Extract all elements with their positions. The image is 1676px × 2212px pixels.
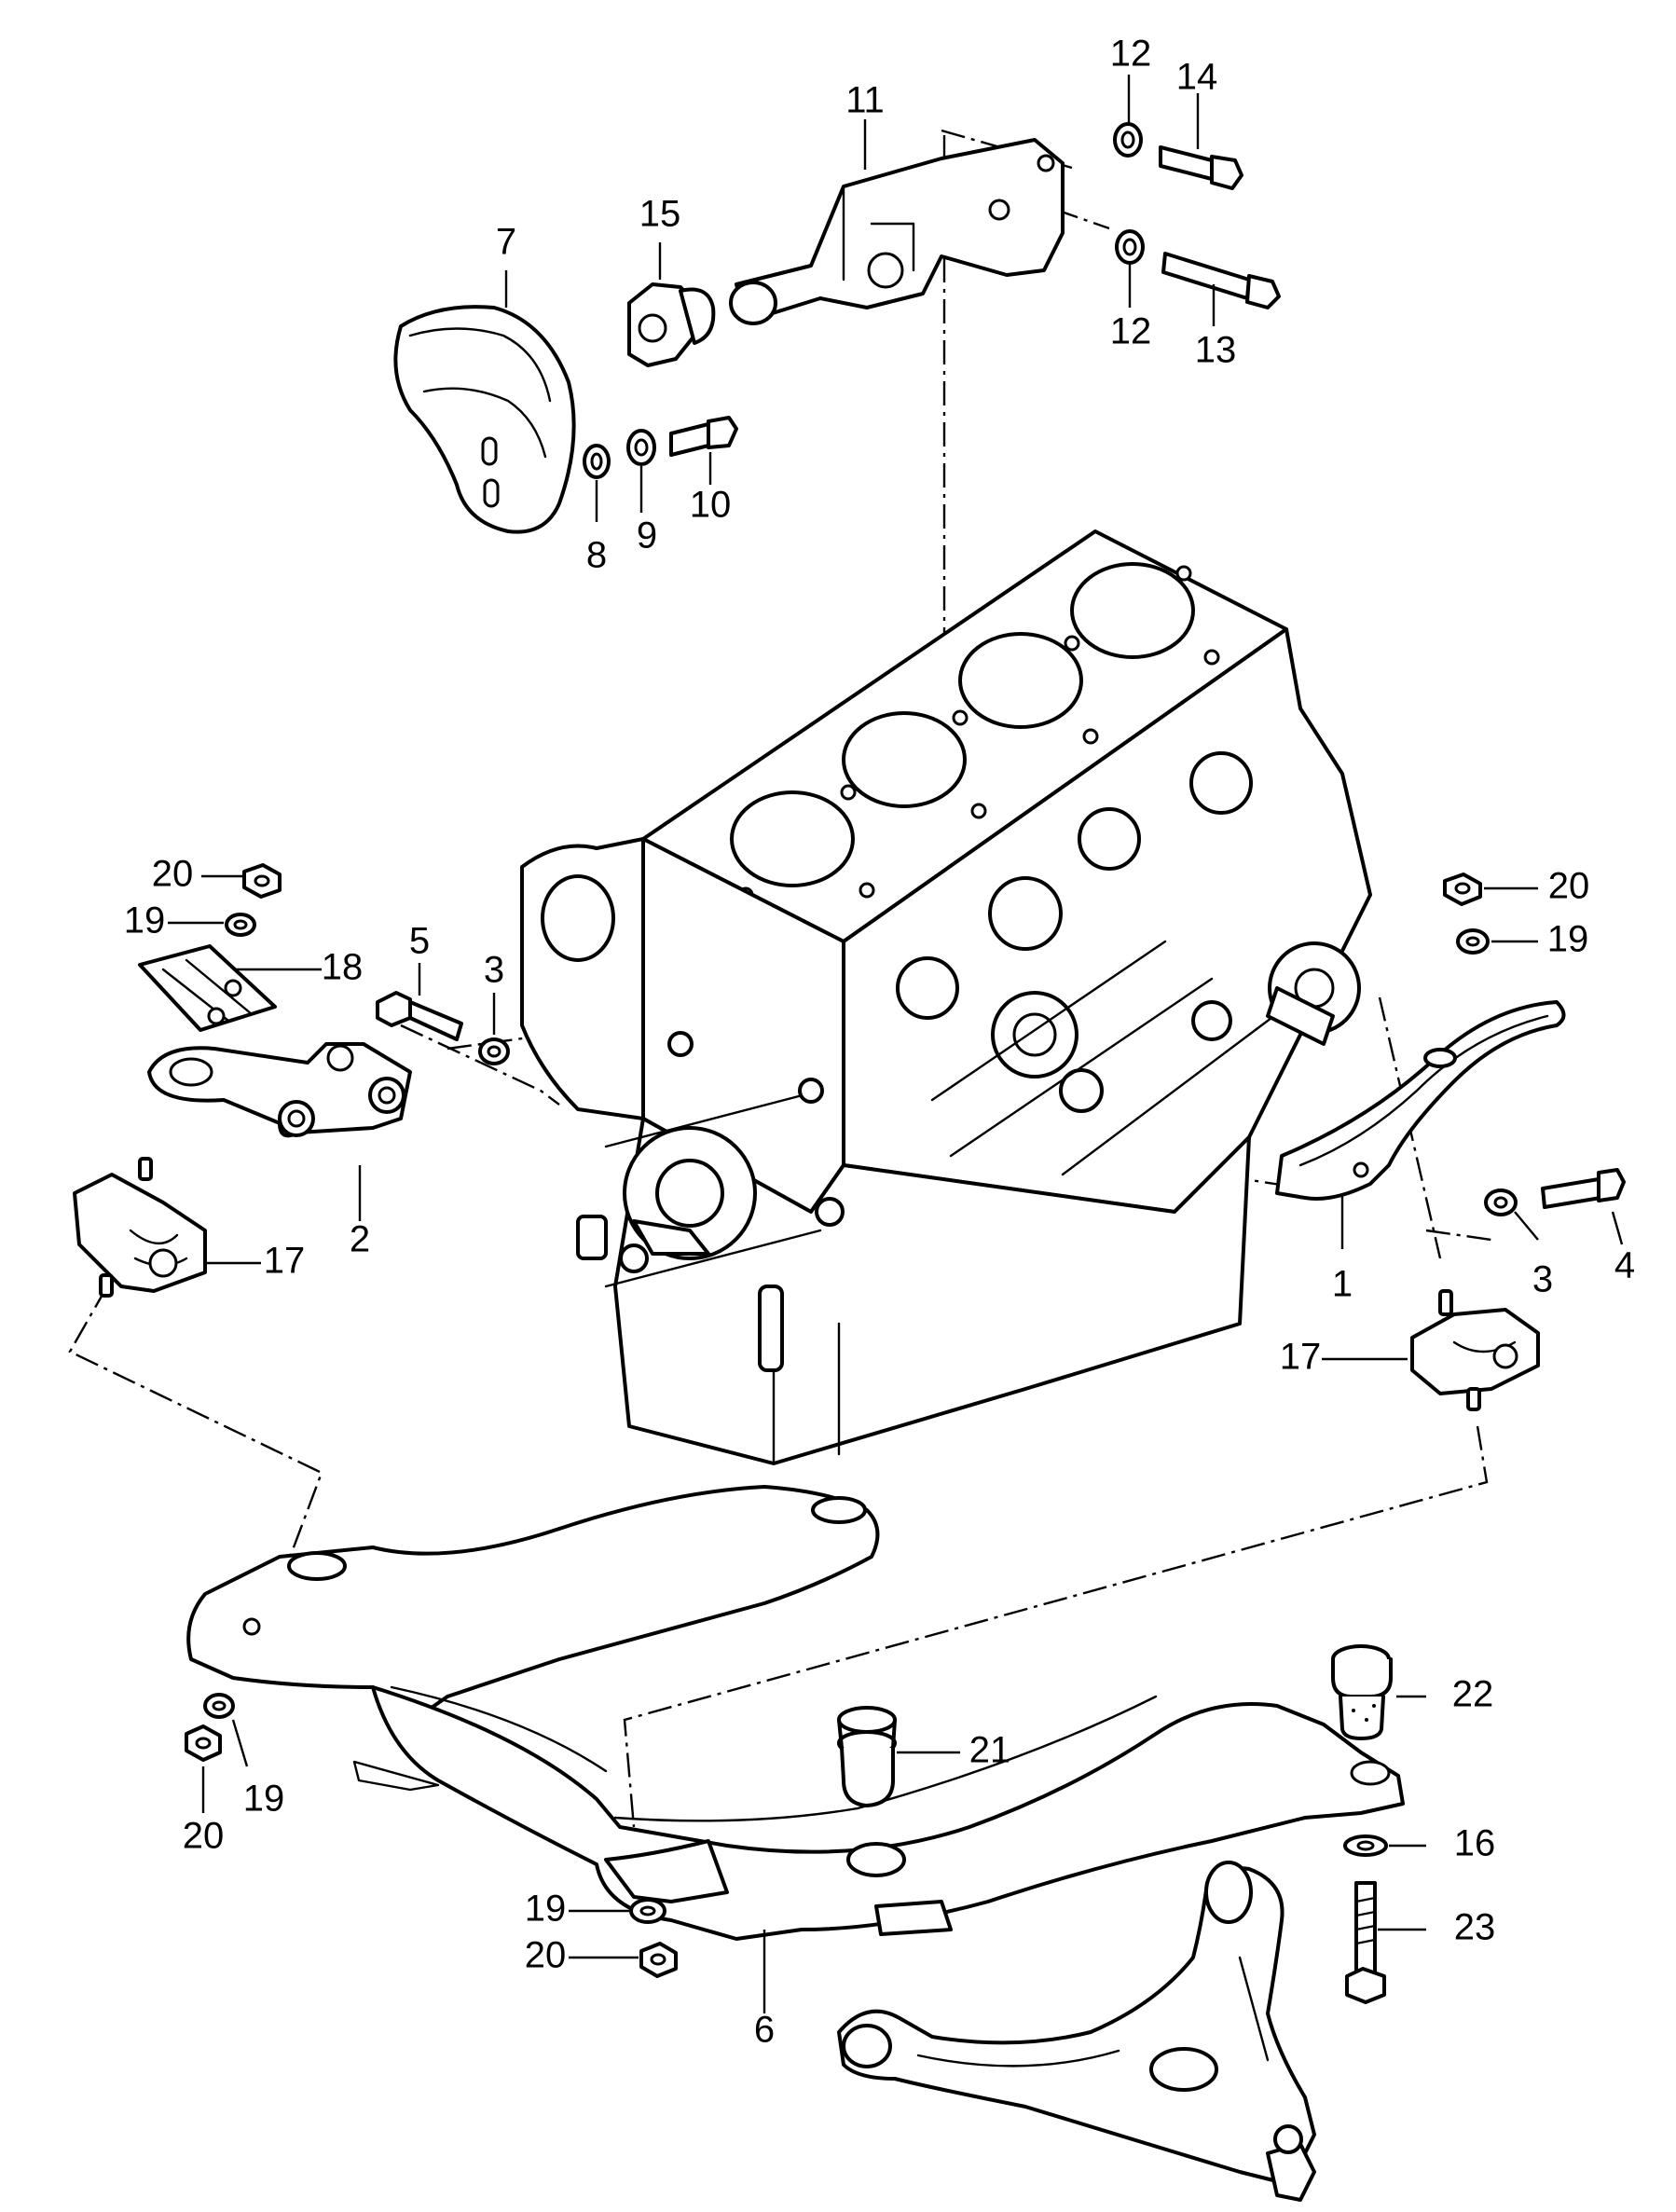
nut-part-20-center-bottom: [639, 1942, 678, 1978]
leader-lines: [168, 75, 1624, 2013]
callout-3-right: 3: [1532, 1259, 1553, 1300]
callout-4: 4: [1614, 1245, 1635, 1286]
washer-part-19-right-top: [1456, 928, 1490, 955]
callout-3-left: 3: [484, 950, 504, 991]
bushing-part-15: [627, 282, 716, 367]
callout-12-bottom: 12: [1110, 311, 1152, 352]
callout-11: 11: [845, 80, 885, 121]
bolt-part-4: [1541, 1168, 1626, 1209]
nut-part-20-left-bottom: [185, 1724, 222, 1762]
callout-17-right: 17: [1280, 1337, 1322, 1378]
callout-10: 10: [690, 485, 732, 526]
nut-part-20-left-top: [242, 863, 282, 899]
callout-6: 6: [754, 2010, 775, 2051]
bolt-part-13: [1161, 252, 1281, 309]
callout-1: 1: [1332, 1264, 1353, 1305]
engine-mount-bracket-part-2: [147, 1042, 412, 1138]
callout-19-left-top: 19: [124, 900, 166, 941]
callout-5: 5: [409, 921, 430, 962]
callout-2: 2: [350, 1219, 370, 1260]
washer-part-16: [1343, 1834, 1388, 1857]
rubber-mount-part-17-left: [73, 1157, 207, 1298]
engine-block: [520, 529, 1372, 1465]
assembly-line-mount-right: [623, 1425, 1489, 1828]
callout-21: 21: [969, 1730, 1011, 1771]
washer-part-8: [583, 444, 611, 479]
lock-washer-part-9: [626, 429, 656, 466]
callout-22: 22: [1452, 1674, 1494, 1715]
heat-plate-part-18: [138, 944, 277, 1032]
callout-15: 15: [639, 194, 681, 235]
bolt-part-5: [376, 991, 463, 1041]
callout-19-center-bottom: 19: [525, 1889, 567, 1930]
bushing-part-21: [837, 1706, 897, 1807]
stud-part-23: [1345, 1881, 1386, 2004]
washer-part-19-left-bottom: [203, 1693, 235, 1719]
assembly-line-bolt-4: [1425, 1229, 1492, 1242]
callout-12-top: 12: [1110, 34, 1152, 75]
callout-20-center-bottom: 20: [525, 1935, 567, 1976]
callout-20-left-bottom: 20: [183, 1816, 225, 1857]
control-arm: [837, 1861, 1316, 2202]
callout-19-right-top: 19: [1547, 919, 1589, 960]
washer-part-3-left: [478, 1037, 510, 1065]
washer-part-12-bottom: [1115, 229, 1145, 265]
assembly-line-mount-left: [68, 1285, 323, 1586]
callout-13: 13: [1195, 330, 1237, 371]
callout-23: 23: [1454, 1907, 1496, 1948]
washer-part-12-top: [1113, 122, 1143, 158]
callout-16: 16: [1454, 1823, 1496, 1864]
assembly-line-bracket-2: [400, 1024, 560, 1106]
washer-part-3-right: [1484, 1188, 1518, 1216]
callout-18: 18: [322, 947, 364, 988]
callout-labels: 1 2 3 3 4 5 6 7 8 9 10 11 12 12 13 14 15…: [124, 34, 1635, 2051]
bolt-part-14: [1159, 145, 1243, 190]
washer-part-19-center-bottom: [629, 1898, 666, 1924]
callout-7: 7: [496, 222, 516, 263]
washer-part-19-left-top: [225, 913, 256, 937]
nut-part-20-right-top: [1443, 872, 1482, 906]
subframe-part-6: [186, 1485, 1405, 1941]
callout-19-left-bottom: 19: [243, 1779, 285, 1820]
engine-bracket-part-11: [729, 138, 1065, 325]
engine-mount-bracket-part-1: [1275, 1000, 1566, 1201]
callout-20-right-top: 20: [1548, 866, 1590, 907]
rubber-mount-part-17-right: [1410, 1289, 1540, 1411]
bolt-part-10: [669, 416, 738, 457]
callout-17-left: 17: [264, 1241, 306, 1282]
heat-shield-part-7: [393, 305, 576, 534]
callout-20-left-top: 20: [152, 854, 194, 895]
callout-14: 14: [1176, 57, 1218, 98]
callout-9: 9: [637, 515, 657, 556]
bushing-part-22: [1331, 1644, 1393, 1740]
callout-8: 8: [586, 535, 607, 576]
